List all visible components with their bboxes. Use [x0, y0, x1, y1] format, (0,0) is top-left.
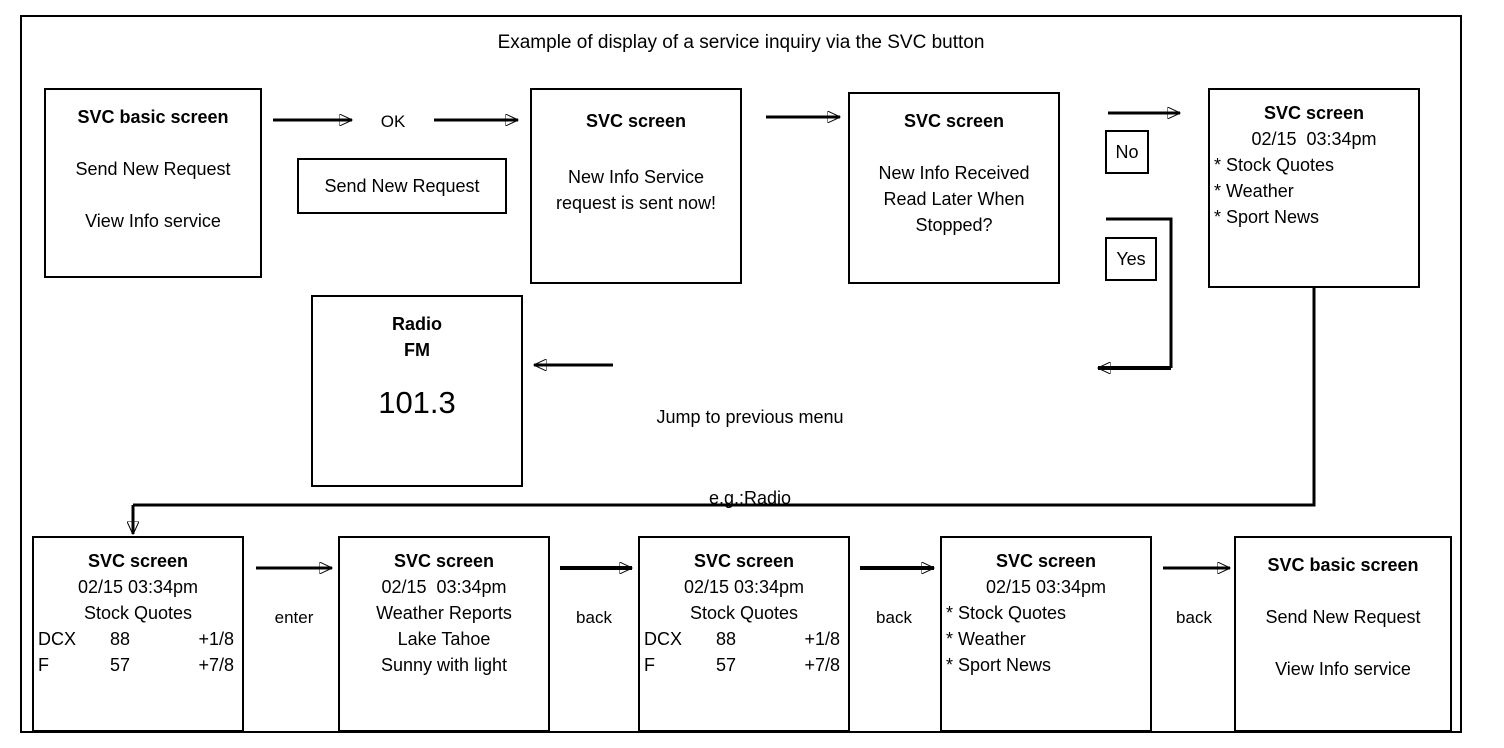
menu-item-send-new-request[interactable]: Send New Request	[1265, 607, 1421, 627]
spacer	[46, 130, 260, 156]
box-svc-basic-screen[interactable]: SVC basic screen Send New Request View I…	[44, 88, 262, 278]
radio-label: Radio	[391, 314, 442, 334]
button-no-label: No	[1115, 141, 1139, 162]
stock-change: +1/8	[804, 629, 840, 649]
stock-symbol: F	[644, 655, 655, 675]
box-title: SVC screen	[693, 551, 795, 571]
diagram-outer-frame	[20, 15, 1462, 733]
menu-item-send-new-request[interactable]: Send New Request	[75, 159, 231, 179]
radio-band: FM	[404, 340, 430, 360]
spacer	[1236, 630, 1450, 656]
section-heading: Stock Quotes	[83, 603, 193, 623]
jump-line-2: e.g.:Radio	[708, 488, 792, 508]
stock-change: +7/8	[804, 655, 840, 675]
label-ok: OK	[380, 112, 406, 131]
page-title: Example of display of a service inquiry …	[497, 32, 985, 53]
stock-change: +7/8	[198, 655, 234, 675]
stock-symbol: F	[38, 655, 49, 675]
box-title: SVC screen	[903, 111, 1005, 131]
label-back-3: back	[1176, 608, 1212, 627]
box-title: SVC screen	[1263, 103, 1365, 123]
box-bottom-svc-menu[interactable]: SVC screen 02/15 03:34pm * Stock Quotes …	[940, 536, 1152, 732]
box-bottom-stock-quotes-1[interactable]: SVC screen 02/15 03:34pm Stock Quotes DC…	[32, 536, 244, 732]
table-row: F 57 +7/8	[34, 652, 242, 678]
box-send-new-request-label: Send New Request	[324, 175, 480, 196]
stock-price: 57	[110, 655, 131, 675]
button-yes[interactable]: Yes	[1105, 237, 1157, 281]
message-line-2: request is sent now!	[555, 193, 717, 213]
timestamp: 02/15 03:34pm	[77, 577, 199, 597]
box-title: SVC screen	[393, 551, 495, 571]
label-back-2: back	[876, 608, 912, 627]
menu-item-sport-news[interactable]: * Sport News	[1214, 207, 1320, 227]
timestamp: 02/15 03:34pm	[683, 577, 805, 597]
label-enter: enter	[274, 608, 314, 627]
stock-price: 57	[716, 655, 737, 675]
stock-symbol: DCX	[38, 629, 77, 649]
box-bottom-stock-quotes-2[interactable]: SVC screen 02/15 03:34pm Stock Quotes DC…	[638, 536, 850, 732]
weather-line-3: Sunny with light	[380, 655, 508, 675]
stock-change: +1/8	[198, 629, 234, 649]
label-back-1: back	[576, 608, 612, 627]
menu-item-view-info-service[interactable]: View Info service	[85, 211, 221, 231]
box-radio[interactable]: Radio FM 101.3	[311, 295, 523, 487]
spacer	[532, 134, 740, 164]
box-title: SVC screen	[585, 111, 687, 131]
timestamp: 02/15 03:34pm	[1251, 129, 1377, 149]
message-line-3: Stopped?	[915, 215, 993, 235]
menu-item-stock-quotes[interactable]: * Stock Quotes	[1214, 155, 1335, 175]
box-bottom-svc-basic-screen[interactable]: SVC basic screen Send New Request View I…	[1234, 536, 1452, 732]
jump-line-1: Jump to previous menu	[656, 407, 844, 427]
spacer	[850, 134, 1058, 160]
button-no[interactable]: No	[1105, 130, 1149, 174]
menu-item-stock-quotes[interactable]: * Stock Quotes	[946, 603, 1067, 623]
section-heading: Stock Quotes	[689, 603, 799, 623]
box-title: SVC screen	[995, 551, 1097, 571]
box-title: SVC basic screen	[77, 107, 229, 127]
message-line-1: New Info Service	[567, 167, 705, 187]
box-svc-menu-top[interactable]: SVC screen 02/15 03:34pm * Stock Quotes …	[1208, 88, 1420, 288]
spacer	[313, 363, 521, 383]
button-yes-label: Yes	[1116, 248, 1146, 269]
weather-line-1: Weather Reports	[376, 603, 512, 623]
box-title: SVC screen	[87, 551, 189, 571]
box-svc-new-info-received[interactable]: SVC screen New Info Received Read Later …	[848, 92, 1060, 284]
weather-line-2: Lake Tahoe	[397, 629, 491, 649]
spacer	[46, 182, 260, 208]
stock-price: 88	[110, 629, 131, 649]
timestamp: 02/15 03:34pm	[985, 577, 1107, 597]
stock-symbol: DCX	[644, 629, 683, 649]
box-svc-request-sent[interactable]: SVC screen New Info Service request is s…	[530, 88, 742, 284]
stock-price: 88	[716, 629, 737, 649]
menu-item-weather[interactable]: * Weather	[946, 629, 1026, 649]
label-jump-to-previous-menu: Jump to previous menu e.g.:Radio	[620, 350, 880, 566]
box-title: SVC basic screen	[1267, 555, 1419, 575]
spacer	[1236, 578, 1450, 604]
menu-item-view-info-service[interactable]: View Info service	[1275, 659, 1411, 679]
table-row: F 57 +7/8	[640, 652, 848, 678]
box-send-new-request-selection[interactable]: Send New Request	[297, 158, 507, 214]
table-row: DCX 88 +1/8	[640, 626, 848, 652]
message-line-1: New Info Received	[878, 163, 1030, 183]
message-line-2: Read Later When	[883, 189, 1025, 209]
table-row: DCX 88 +1/8	[34, 626, 242, 652]
menu-item-weather[interactable]: * Weather	[1214, 181, 1294, 201]
radio-frequency: 101.3	[378, 385, 456, 420]
menu-item-sport-news[interactable]: * Sport News	[946, 655, 1052, 675]
box-bottom-weather[interactable]: SVC screen 02/15 03:34pm Weather Reports…	[338, 536, 550, 732]
timestamp: 02/15 03:34pm	[381, 577, 507, 597]
